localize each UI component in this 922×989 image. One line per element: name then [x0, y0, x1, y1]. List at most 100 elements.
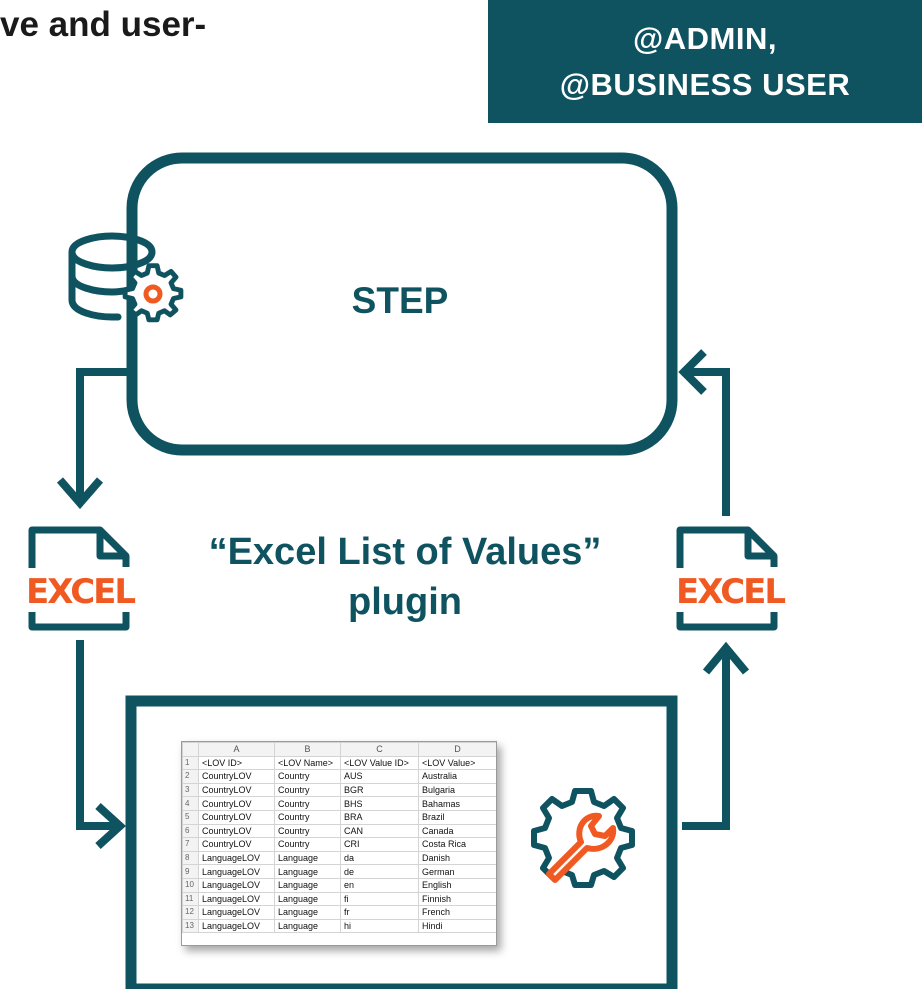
- table-cell: Country: [274, 823, 341, 839]
- table-cell: Bulgaria: [418, 782, 496, 798]
- spreadsheet-column-header-row: A B C D: [182, 742, 496, 757]
- table-cell: CountryLOV: [198, 823, 275, 839]
- arrow-right-icon: [76, 640, 126, 849]
- step-label: STEP: [351, 280, 449, 321]
- plugin-title: “Excel List of Values” plugin: [170, 527, 640, 627]
- table-cell: BRA: [340, 809, 419, 825]
- table-cell: Country: [274, 769, 341, 784]
- table-cell: <LOV Value>: [418, 755, 496, 771]
- table-cell: BHS: [340, 796, 419, 811]
- table-cell: LanguageLOV: [198, 850, 275, 866]
- row-number-cell: 4: [182, 796, 199, 811]
- table-cell: Country: [274, 796, 341, 811]
- table-cell: Language: [274, 918, 341, 934]
- table-cell: hi: [340, 918, 419, 934]
- table-cell: Language: [274, 877, 341, 893]
- table-cell: Danish: [418, 850, 496, 866]
- table-cell: Country: [274, 782, 341, 798]
- excel-file-icon: [28, 526, 130, 631]
- table-cell: Costa Rica: [418, 837, 496, 852]
- table-cell: LanguageLOV: [198, 864, 275, 879]
- database-gear-icon: [68, 232, 184, 323]
- editing-box: [125, 695, 678, 989]
- row-number-cell: 11: [182, 891, 199, 907]
- column-header: C: [340, 742, 419, 757]
- row-number-cell: 8: [182, 850, 199, 866]
- row-number-cell: 13: [182, 918, 199, 934]
- table-cell: CRI: [340, 837, 419, 852]
- table-cell: CountryLOV: [198, 782, 275, 798]
- spreadsheet-table: A B C D 1<LOV ID><LOV Name><LOV Value ID…: [182, 742, 496, 934]
- table-cell: CountryLOV: [198, 837, 275, 852]
- table-cell: <LOV Value ID>: [340, 755, 419, 771]
- column-header: A: [198, 742, 275, 757]
- table-cell: fr: [340, 905, 419, 920]
- table-cell: fi: [340, 891, 419, 907]
- row-number-cell: 10: [182, 877, 199, 893]
- table-cell: Finnish: [418, 891, 496, 907]
- table-cell: English: [418, 877, 496, 893]
- table-cell: CountryLOV: [198, 809, 275, 825]
- table-cell: Language: [274, 850, 341, 866]
- row-number-cell: 12: [182, 905, 199, 920]
- table-cell: German: [418, 864, 496, 879]
- excel-file-icon: [676, 526, 778, 631]
- plugin-title-line2: plugin: [348, 581, 462, 623]
- table-cell: de: [340, 864, 419, 879]
- table-cell: en: [340, 877, 419, 893]
- arrow-down-icon: [56, 368, 132, 510]
- table-cell: LanguageLOV: [198, 877, 275, 893]
- plugin-title-line1: “Excel List of Values”: [208, 531, 602, 573]
- table-cell: Language: [274, 891, 341, 907]
- table-cell: Brazil: [418, 809, 496, 825]
- table-cell: CountryLOV: [198, 796, 275, 811]
- row-number-cell: 3: [182, 782, 199, 798]
- table-cell: French: [418, 905, 496, 920]
- spreadsheet-preview: A B C D 1<LOV ID><LOV Name><LOV Value ID…: [181, 741, 497, 946]
- role-business-user: @BUSINESS USER: [559, 66, 851, 102]
- row-number-cell: 6: [182, 823, 199, 839]
- row-number-cell: 7: [182, 837, 199, 852]
- arrow-up-icon: [678, 349, 730, 516]
- table-cell: <LOV Name>: [274, 755, 341, 771]
- column-header: D: [418, 742, 496, 757]
- table-cell: Language: [274, 864, 341, 879]
- arrow-up-icon: [682, 641, 750, 830]
- row-number-cell: 2: [182, 769, 199, 784]
- table-cell: LanguageLOV: [198, 891, 275, 907]
- table-cell: LanguageLOV: [198, 905, 275, 920]
- row-number-cell: 5: [182, 809, 199, 825]
- table-row: 1<LOV ID><LOV Name><LOV Value ID><LOV Va…: [182, 755, 496, 771]
- row-number-cell: 1: [182, 755, 199, 771]
- table-cell: CAN: [340, 823, 419, 839]
- corner-cell: [182, 742, 199, 757]
- wrench-gear-icon: [531, 788, 635, 888]
- page-heading: ve and user-: [0, 5, 207, 44]
- table-cell: BGR: [340, 782, 419, 798]
- excel-left-label: EXCEL: [26, 572, 136, 612]
- table-cell: Australia: [418, 769, 496, 784]
- table-cell: AUS: [340, 769, 419, 784]
- table-cell: Language: [274, 905, 341, 920]
- excel-right-label: EXCEL: [676, 572, 786, 612]
- table-cell: LanguageLOV: [198, 918, 275, 934]
- table-cell: Canada: [418, 823, 496, 839]
- table-cell: da: [340, 850, 419, 866]
- table-cell: Hindi: [418, 918, 496, 934]
- table-cell: Country: [274, 809, 341, 825]
- table-cell: <LOV ID>: [198, 755, 275, 771]
- table-cell: Bahamas: [418, 796, 496, 811]
- role-admin: @ADMIN,: [633, 20, 777, 56]
